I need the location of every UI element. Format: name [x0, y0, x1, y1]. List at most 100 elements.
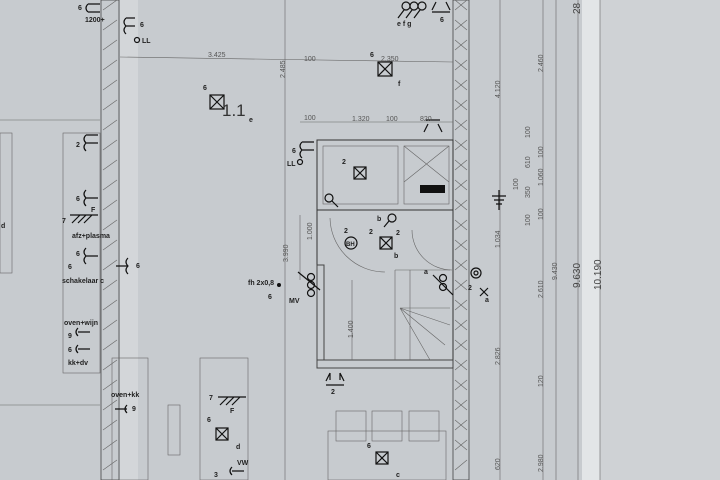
label: afz+plasma	[72, 233, 110, 240]
socket-icon	[123, 17, 135, 35]
socket-icon	[83, 247, 98, 265]
socket-icon	[229, 466, 244, 476]
electrical-symbols	[70, 1, 506, 476]
switch-icon	[432, 273, 454, 296]
label: e f g	[397, 21, 411, 28]
dimension-label: 820	[420, 116, 432, 123]
label: 2	[331, 389, 335, 396]
dimension-label: 1.060	[538, 168, 545, 186]
label: 2	[468, 285, 472, 292]
bell-icon	[344, 236, 358, 250]
walls	[0, 0, 470, 480]
dimension-label: 610	[525, 156, 532, 168]
dimension-label: 4.120	[495, 80, 502, 98]
dimension-label: 1.320	[352, 116, 370, 123]
dimension-label: 2.350	[381, 56, 399, 63]
label: a	[485, 297, 489, 304]
dimension-label: 9.430	[552, 262, 559, 280]
label: 9	[132, 406, 136, 413]
dimension-label: 100	[304, 56, 316, 63]
label: 6	[367, 443, 371, 450]
label: 6	[136, 263, 140, 270]
label: 7	[209, 395, 213, 402]
label: 3	[214, 472, 218, 479]
dimension-label: 100	[525, 126, 532, 138]
socket-icon	[115, 404, 128, 414]
dimension-label: 2.980	[538, 454, 545, 472]
ceiling-light-icon	[353, 166, 367, 180]
dimension-label: 100	[386, 116, 398, 123]
paper-fold	[582, 0, 600, 480]
label: 6	[370, 52, 374, 59]
room-number: 1.1	[222, 101, 246, 120]
label: 6	[292, 148, 296, 155]
label: 6	[68, 347, 72, 354]
label: f	[398, 81, 401, 88]
label: 7	[62, 218, 66, 225]
label: c	[396, 472, 400, 479]
label: LL	[142, 38, 151, 45]
label: 2	[76, 142, 80, 149]
dimension-label: 2.610	[538, 280, 545, 298]
dimension-label: 100	[304, 115, 316, 122]
data-outlet-icon	[218, 396, 246, 406]
label: d	[236, 444, 240, 451]
label: fh 2x0,8	[248, 280, 274, 287]
label: BH	[346, 242, 355, 248]
dimension-label: 1.000	[307, 222, 314, 240]
outdoor-light-icon	[470, 267, 489, 297]
label: F	[230, 408, 235, 415]
dimension-label: 1.400	[348, 320, 355, 338]
label: 6	[76, 196, 80, 203]
label: 6	[140, 22, 144, 29]
label: oven+wijn	[64, 320, 98, 327]
label: VW	[237, 460, 249, 467]
label: F	[91, 207, 96, 214]
label: MV	[289, 298, 300, 305]
label: 6	[78, 5, 82, 12]
dimension-label: 100	[513, 178, 520, 190]
dimension-lines	[119, 0, 601, 480]
label: oven+kk	[111, 392, 139, 399]
ceiling-light-icon	[377, 61, 393, 77]
switch-icon	[397, 1, 427, 19]
ceiling-light-icon	[209, 94, 225, 110]
right-dimensions: 4.120 2.460 100 610 350 100 100 1.060 10…	[495, 2, 604, 472]
dimension-label: 28	[572, 2, 583, 14]
data-outlet-icon	[70, 214, 98, 224]
symbol-labels: 6 1200+ 6 LL 3.425 2.485 100 6 2.350 f e…	[1, 5, 489, 479]
paper-margin	[600, 0, 720, 480]
label: 2	[344, 228, 348, 235]
dimension-label: 120	[538, 375, 545, 387]
label: 6	[76, 251, 80, 258]
label: b	[377, 216, 381, 223]
label: b	[394, 253, 398, 260]
ceiling-light-icon	[375, 451, 389, 465]
switch-icon	[383, 213, 397, 228]
ceiling-light-icon	[379, 236, 393, 250]
dimension-label: 10.190	[593, 259, 604, 290]
label: kk+dv	[68, 360, 88, 367]
switch-icon	[297, 271, 321, 298]
label: 2	[396, 230, 400, 237]
dimension-label: 3.990	[283, 244, 290, 262]
label: e	[249, 117, 253, 124]
lamp-point-icon	[133, 36, 304, 287]
label: 1200+	[85, 17, 105, 24]
dimension-label: 1.034	[495, 230, 502, 248]
label: 6	[68, 264, 72, 271]
socket-icon	[325, 372, 345, 386]
ceiling-light-icon	[215, 427, 229, 441]
socket-icon	[85, 3, 100, 13]
label: 6	[207, 417, 211, 424]
label: d	[1, 223, 5, 230]
socket-icon	[299, 141, 314, 159]
socket-icon	[423, 119, 443, 133]
socket-icon	[431, 1, 451, 13]
label: schakelaar c	[62, 278, 104, 285]
label: 9	[68, 333, 72, 340]
label: 2	[369, 229, 373, 236]
label: 6	[268, 294, 272, 301]
paper-fold-left	[120, 0, 138, 480]
